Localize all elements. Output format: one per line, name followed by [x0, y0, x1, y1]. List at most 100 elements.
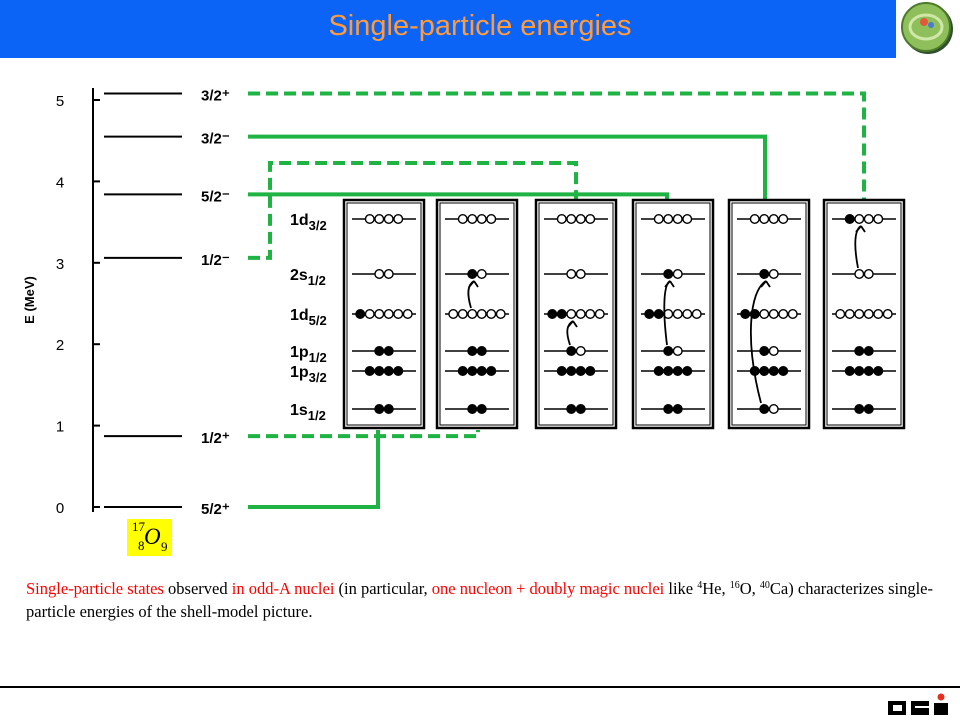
caption-part: O, — [739, 579, 760, 598]
nucleon-hole — [383, 309, 394, 320]
nucleon-hole — [854, 213, 865, 224]
nucleon-filled — [364, 366, 375, 377]
nucleon-filled — [759, 346, 770, 357]
nucleus-logo — [896, 0, 960, 58]
logo-dot — [937, 693, 945, 701]
level-spin-parity: 1/2⁻ — [201, 252, 230, 269]
nucleon-filled — [476, 366, 487, 377]
configuration-column — [534, 198, 618, 430]
nucleon-hole — [863, 269, 874, 280]
nucleon-hole — [476, 309, 487, 320]
nucleon-filled — [374, 366, 385, 377]
nucleon-filled — [467, 269, 478, 280]
nucleon-hole — [374, 309, 385, 320]
nucleon-hole — [844, 309, 855, 320]
nucleon-filled — [393, 366, 404, 377]
nucleon-hole — [787, 309, 798, 320]
nucleon-hole — [383, 213, 394, 224]
nucleus-label-o17: 17 8 O 9 — [127, 519, 172, 556]
mass-number: 17 — [132, 519, 145, 534]
nucleon-filled — [854, 346, 865, 357]
nucleon-hole — [778, 309, 789, 320]
nucleon-filled — [566, 346, 577, 357]
configuration-column — [727, 198, 811, 430]
caption-superscript: 16 — [729, 580, 740, 591]
nucleon-hole — [594, 309, 605, 320]
nucleon-hole — [448, 309, 459, 320]
nucleon-hole — [402, 309, 413, 320]
nucleon-filled — [759, 366, 770, 377]
logo-letter-s-gap — [915, 706, 929, 708]
nucleon-hole — [653, 213, 664, 224]
column-inner-frame — [538, 202, 614, 426]
logo-core — [920, 18, 928, 26]
nucleon-hole — [585, 213, 596, 224]
nucleon-hole — [882, 309, 893, 320]
nucleon-hole — [863, 213, 874, 224]
nucleon-hole — [759, 213, 770, 224]
level-connectors — [248, 91, 866, 509]
level-connector — [248, 430, 380, 509]
nucleon-hole — [835, 309, 846, 320]
caption-part: like — [664, 579, 698, 598]
nucleon-hole — [457, 309, 468, 320]
excitation-arrowhead — [468, 280, 479, 288]
column-inner-frame — [346, 202, 422, 426]
nucleon-hole — [759, 309, 770, 320]
footer-divider — [0, 686, 960, 688]
nucleon-hole — [672, 269, 683, 280]
nucleon-filled — [476, 404, 487, 415]
header-bar — [0, 0, 896, 58]
logo-letter-i — [934, 703, 948, 715]
nucleon-filled — [383, 346, 394, 357]
logo-ring — [908, 13, 944, 41]
nucleon-filled — [663, 269, 674, 280]
level-connector — [248, 192, 669, 200]
nucleon-hole — [863, 309, 874, 320]
nucleon-hole — [575, 346, 586, 357]
nucleon-hole — [364, 213, 375, 224]
logo-letter-g-gap — [893, 705, 902, 711]
orbital-label: 1d5/2 — [290, 307, 327, 328]
nucleon-hole — [854, 269, 865, 280]
nucleon-filled — [374, 404, 385, 415]
nucleon-filled — [778, 366, 789, 377]
nucleon-hole — [873, 213, 884, 224]
caption-part: (in particular, — [334, 579, 432, 598]
nucleon-filled — [575, 366, 586, 377]
nucleon-filled — [556, 366, 567, 377]
nucleon-hole — [566, 309, 577, 320]
level-connector — [248, 430, 480, 439]
nucleon-filled — [863, 346, 874, 357]
nucleon-filled — [566, 366, 577, 377]
excitation-arrowhead — [664, 280, 675, 288]
nucleon-filled — [653, 366, 664, 377]
nucleon-hole — [476, 213, 487, 224]
nucleon-filled — [672, 366, 683, 377]
excitation-arrowhead — [760, 280, 771, 288]
nucleon-hole — [374, 213, 385, 224]
axis-title: E (MeV) — [22, 276, 37, 324]
nucleon-hole — [672, 346, 683, 357]
nucleon-hole — [682, 309, 693, 320]
neutron-number: 9 — [161, 539, 168, 554]
nucleon-hole — [749, 213, 760, 224]
nucleon-hole — [374, 269, 385, 280]
caption-part: Ca) characterizes single-particle energi… — [26, 579, 933, 621]
nucleon-hole — [854, 309, 865, 320]
caption-part: in odd-A nuclei — [231, 579, 335, 598]
axis-tick-label: 4 — [56, 174, 64, 191]
column-inner-frame — [439, 202, 515, 426]
caption-part: observed — [163, 579, 232, 598]
nucleon-filled — [467, 404, 478, 415]
caption-part: He, — [702, 579, 730, 598]
nucleon-hole — [768, 309, 779, 320]
nucleon-hole — [364, 309, 375, 320]
level-spin-parity: 3/2⁻ — [201, 131, 230, 148]
nucleon-filled — [759, 404, 770, 415]
nucleon-filled — [585, 366, 596, 377]
axis-tick-label: 0 — [56, 500, 64, 517]
nucleon-hole — [873, 309, 884, 320]
nucleon-hole — [768, 404, 779, 415]
